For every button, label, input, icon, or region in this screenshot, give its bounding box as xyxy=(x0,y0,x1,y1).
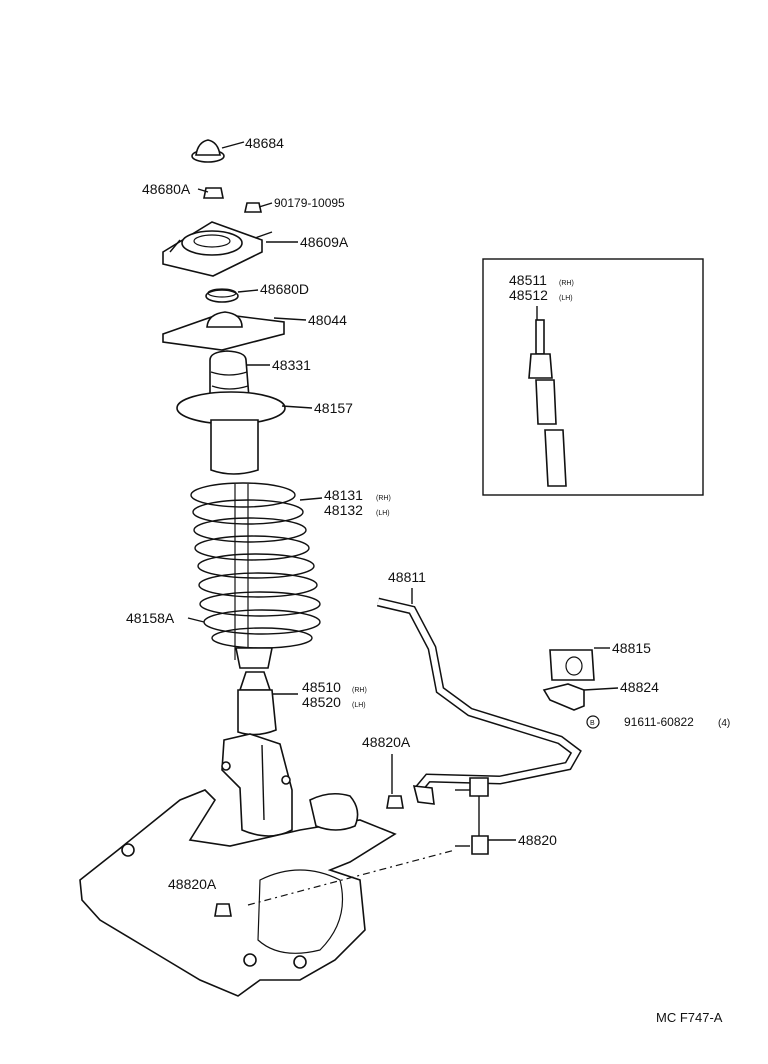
label-48680D: 48680D xyxy=(260,281,309,297)
dust-cap-48684 xyxy=(191,139,225,163)
support-mount-48609A xyxy=(162,221,273,277)
shock-absorber-48510-48520 xyxy=(221,671,293,837)
label-48157: 48157 xyxy=(314,400,353,416)
label-48520: 48520 xyxy=(302,694,341,710)
drawing-code: MC F747-A xyxy=(656,1010,723,1025)
bolt-marker-circle xyxy=(586,715,600,729)
label-48510: 48510 xyxy=(302,679,341,695)
nut-48820A-upper xyxy=(386,795,404,809)
nut-90179-10095 xyxy=(244,202,262,213)
bearing-seat-48044 xyxy=(162,311,285,351)
bracket-48824 xyxy=(542,683,585,711)
label-48815: 48815 xyxy=(612,640,651,656)
leader-lines xyxy=(187,141,619,841)
label-90179-10095: 90179-10095 xyxy=(274,196,345,210)
bushing-48815 xyxy=(549,649,595,681)
label-48609A: 48609A xyxy=(300,234,349,250)
label-48331: 48331 xyxy=(272,357,311,373)
label-48158A: 48158A xyxy=(126,610,175,626)
leader-dashed-link xyxy=(247,849,456,906)
nut-48680A xyxy=(203,187,224,199)
label-bolt-marker: B xyxy=(590,720,595,727)
label-48820A-lower: 48820A xyxy=(168,876,217,892)
nut-48820A-lower xyxy=(214,903,232,917)
label-48520-side: (LH) xyxy=(352,702,366,709)
label-48820: 48820 xyxy=(518,832,557,848)
label-48811: 48811 xyxy=(388,569,426,585)
bracket-bar-end xyxy=(412,785,435,805)
label-48684: 48684 xyxy=(245,135,284,151)
label-48132: 48132 xyxy=(324,502,363,518)
label-48680A: 48680A xyxy=(142,181,191,197)
label-48511-side: (RH) xyxy=(559,280,574,287)
label-48512: 48512 xyxy=(509,287,548,303)
label-48131-side: (RH) xyxy=(376,495,391,502)
coil-spring-48131-48132 xyxy=(190,482,321,660)
spring-seat-48157 xyxy=(176,391,286,475)
label-48511: 48511 xyxy=(509,272,547,288)
stabilizer-bar-48811 xyxy=(376,597,582,793)
insulator-48158A xyxy=(235,647,273,669)
stabilizer-link-48820 xyxy=(455,777,489,855)
knuckle-lower-arm xyxy=(79,789,397,997)
label-48512-side: (LH) xyxy=(559,295,573,302)
label-48131: 48131 xyxy=(324,487,363,503)
label-91611-60822: 91611-60822 xyxy=(624,715,694,729)
label-48820A-upper: 48820A xyxy=(362,734,411,750)
inset-box-shock-variant xyxy=(482,258,704,496)
label-48044: 48044 xyxy=(308,312,347,328)
bump-stopper-48331 xyxy=(209,350,250,404)
label-48510-side: (RH) xyxy=(352,687,367,694)
nut-48680D xyxy=(205,288,239,303)
label-48824: 48824 xyxy=(620,679,659,695)
label-91611-qty: (4) xyxy=(718,718,730,729)
label-48132-side: (LH) xyxy=(376,510,390,517)
